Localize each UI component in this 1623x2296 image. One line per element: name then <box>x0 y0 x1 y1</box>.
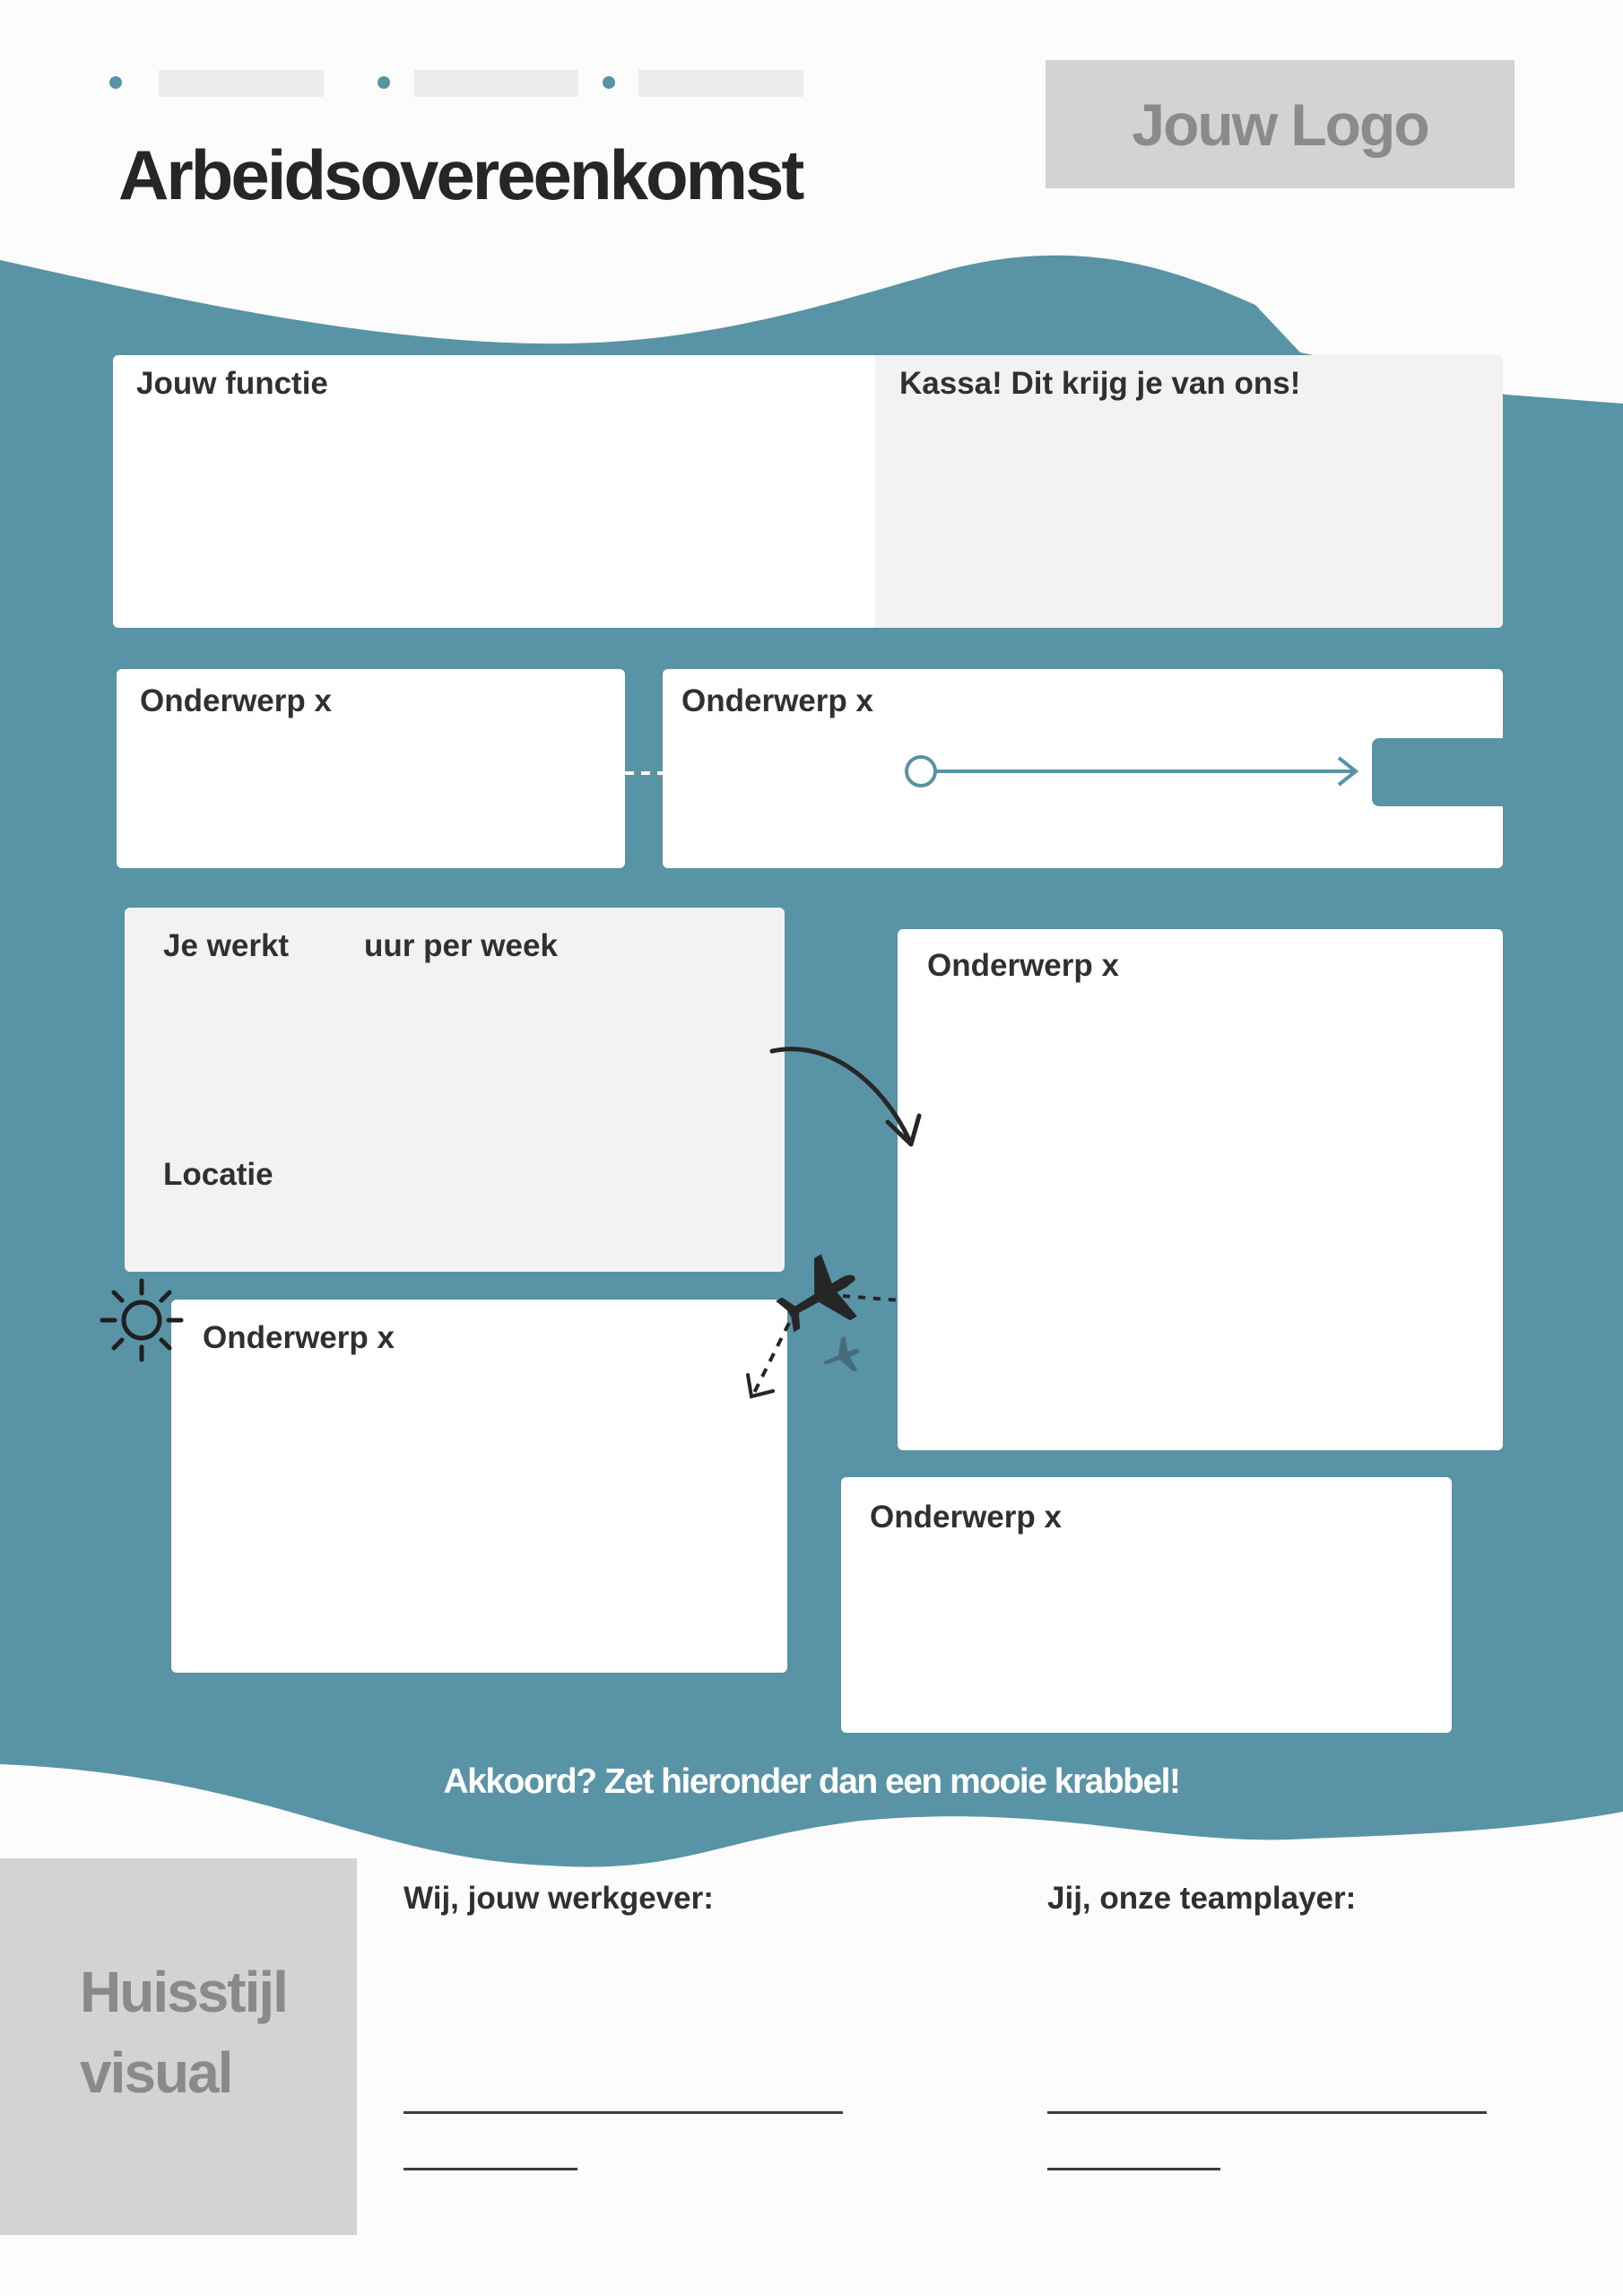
nav-dot-1 <box>109 76 122 89</box>
house-style-visual: Huisstijl visual <box>0 1858 357 2235</box>
logo-text: Jouw Logo <box>1132 91 1429 158</box>
page-title: Arbeidsovereenkomst <box>118 135 804 214</box>
onderwerp-label-4: Onderwerp x <box>203 1320 395 1355</box>
house-style-line-1: Huisstijl <box>80 1960 289 2024</box>
airplane-icon <box>746 1254 902 1399</box>
nav-dot-3 <box>603 76 615 89</box>
timeline-arrow-icon <box>905 755 1359 787</box>
jouw-functie-label: Jouw functie <box>136 366 328 401</box>
function-benefits-box <box>113 355 1503 628</box>
nav-bar-3 <box>638 70 803 97</box>
timeline-end-block <box>1372 738 1503 806</box>
nav-dot-2 <box>378 76 390 89</box>
onderwerp-box-1 <box>117 669 625 868</box>
house-style-line-2: visual <box>80 2040 233 2105</box>
employee-signature-line[interactable] <box>1047 2111 1487 2114</box>
onderwerp-box-2 <box>663 669 1503 868</box>
nav-bar-2 <box>414 70 578 97</box>
onderwerp-box-4 <box>171 1300 787 1673</box>
consent-text: Akkoord? Zet hieronder dan een mooie kra… <box>443 1762 1182 1801</box>
onderwerp-label-5: Onderwerp x <box>870 1500 1062 1535</box>
curved-arrow-icon <box>769 1047 922 1147</box>
je-werkt-label: Je werkt <box>163 928 290 963</box>
kassa-label: Kassa! Dit krijg je van ons! <box>899 366 1301 401</box>
onderwerp-label-1: Onderwerp x <box>140 683 332 718</box>
logo-placeholder: Jouw Logo <box>1046 60 1515 188</box>
employer-signature-line[interactable] <box>404 2111 843 2114</box>
employer-label: Wij, jouw werkgever: <box>404 1881 714 1916</box>
onderwerp-box-5 <box>841 1477 1452 1733</box>
onderwerp-box-3 <box>898 929 1503 1450</box>
employer-date-line[interactable] <box>404 2168 577 2170</box>
sun-icon <box>100 1278 184 1362</box>
nav-bar-1 <box>159 70 324 97</box>
employee-label: Jij, onze teamplayer: <box>1047 1881 1357 1916</box>
onderwerp-label-2: Onderwerp x <box>681 683 873 718</box>
employee-date-line[interactable] <box>1047 2168 1220 2170</box>
locatie-label: Locatie <box>163 1157 273 1192</box>
uur-per-week-label: uur per week <box>364 928 558 963</box>
benefits-panel <box>875 355 1503 628</box>
dashed-connector <box>625 771 663 775</box>
onderwerp-label-3: Onderwerp x <box>927 948 1119 983</box>
hours-location-box <box>125 908 785 1272</box>
